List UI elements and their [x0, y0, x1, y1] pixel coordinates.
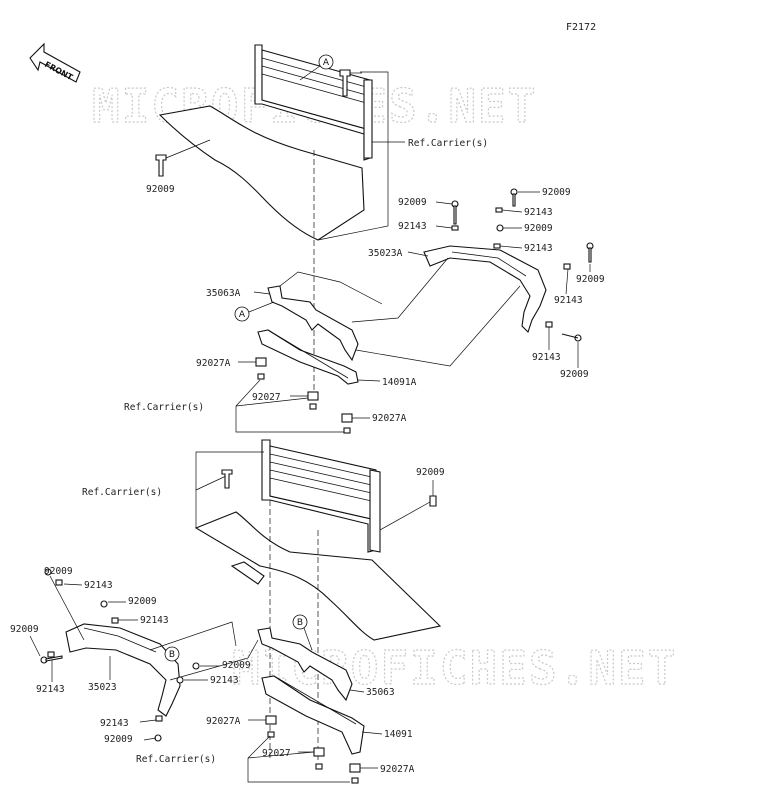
marker-a-top-label: A: [323, 58, 330, 68]
label-upper-cover: 35023A: [368, 248, 403, 259]
label-lower-l-washer2: 92143: [140, 615, 169, 626]
label-lower-l-bolt4: 92009: [222, 660, 251, 671]
label-upper-r-washer4: 92143: [554, 295, 583, 306]
label-lower-l-bolt2: 92009: [128, 596, 157, 607]
marker-a-lower-label: A: [239, 310, 246, 320]
lower-nut-right-b: [351, 777, 359, 784]
upper-bracket: [267, 285, 359, 362]
label-lower-frame: 14091: [384, 729, 413, 740]
upper-nut-a-left: [255, 357, 267, 367]
marker-b-lower-assy-label: B: [297, 618, 303, 628]
label-upper-r-bolt2: 92009: [542, 187, 571, 198]
label-lower-bracket: 35063: [366, 687, 395, 698]
lower-nut-center-b: [315, 763, 323, 770]
lower-left-fasteners: [40, 568, 200, 742]
label-upper-r-bolt5: 92009: [560, 369, 589, 380]
label-upper-r-bolt1: 92009: [398, 197, 427, 208]
upper-left-bolt: [155, 154, 167, 177]
upper-mat: [158, 105, 365, 241]
label-upper-r-bolt3: 92009: [524, 223, 553, 234]
label-upper-bolt-left: 92009: [146, 184, 175, 195]
lower-nut-left-b: [267, 731, 275, 738]
label-lower-nut-a: 92027A: [206, 716, 241, 727]
marker-b-left: [164, 646, 180, 662]
lower-frame: [261, 675, 365, 755]
label-upper-nut-a2: 92027A: [372, 413, 407, 424]
label-upper-r-washer3: 92143: [524, 243, 553, 254]
label-upper-ref-carrier2: Ref.Carrier(s): [124, 402, 204, 413]
marker-b-left-label: B: [169, 650, 175, 660]
upper-cover: [423, 245, 547, 334]
front-arrow-icon: FRONT: [29, 42, 81, 83]
lower-nut-center: [313, 747, 325, 757]
upper-nut-center-b: [309, 403, 317, 410]
label-upper-r-washer1: 92143: [398, 221, 427, 232]
label-lower-ref-carrier: Ref.Carrier(s): [82, 487, 162, 498]
label-lower-l-bolt3: 92009: [10, 624, 39, 635]
label-upper-nut-a: 92027A: [196, 358, 231, 369]
label-lower-l-washer5: 92143: [100, 718, 129, 729]
label-lower-nut-a2: 92027A: [380, 764, 415, 775]
label-lower-l-bolt1: 92009: [44, 566, 73, 577]
upper-nut-a-right: [341, 413, 353, 423]
label-upper-r-washer5: 92143: [532, 352, 561, 363]
lower-bracket: [257, 627, 353, 702]
lower-bolt-right: [429, 495, 437, 507]
upper-right-fasteners: [451, 188, 594, 342]
label-upper-frame: 14091A: [382, 377, 417, 388]
label-lower-ref-carrier2: Ref.Carrier(s): [136, 754, 216, 765]
marker-a-top: [318, 54, 334, 70]
upper-nut-center: [307, 391, 319, 401]
label-lower-cover: 35023: [88, 682, 117, 693]
label-lower-l-washer3: 92143: [36, 684, 65, 695]
label-lower-l-washer4: 92143: [210, 675, 239, 686]
label-lower-l-bolt5: 92009: [104, 734, 133, 745]
lower-bolt-left: [221, 469, 233, 489]
lower-rear-panel: [261, 439, 381, 553]
lower-cover: [65, 623, 181, 717]
label-upper-r-washer2: 92143: [524, 207, 553, 218]
figure-id: F2172: [566, 22, 596, 33]
lower-nut-a-left: [265, 715, 277, 725]
label-upper-nut: 92027: [252, 392, 281, 403]
label-upper-bracket: 35063A: [206, 288, 241, 299]
lower-mat-handle: [230, 561, 265, 585]
upper-bolt-top: [339, 69, 351, 97]
label-lower-l-washer1: 92143: [84, 580, 113, 591]
marker-a-lower: [234, 306, 250, 322]
lower-nut-a-right: [349, 763, 361, 773]
upper-rear-panel: [254, 44, 373, 161]
label-upper-r-bolt4: 92009: [576, 274, 605, 285]
label-lower-bolt-right: 92009: [416, 467, 445, 478]
upper-frame: [257, 329, 359, 385]
label-upper-ref-carrier: Ref.Carrier(s): [408, 138, 488, 149]
marker-b-lower-assy: [292, 614, 308, 630]
upper-nut-left-b: [257, 373, 265, 380]
upper-nut-right-b: [343, 427, 351, 434]
label-lower-nut: 92027: [262, 748, 291, 759]
